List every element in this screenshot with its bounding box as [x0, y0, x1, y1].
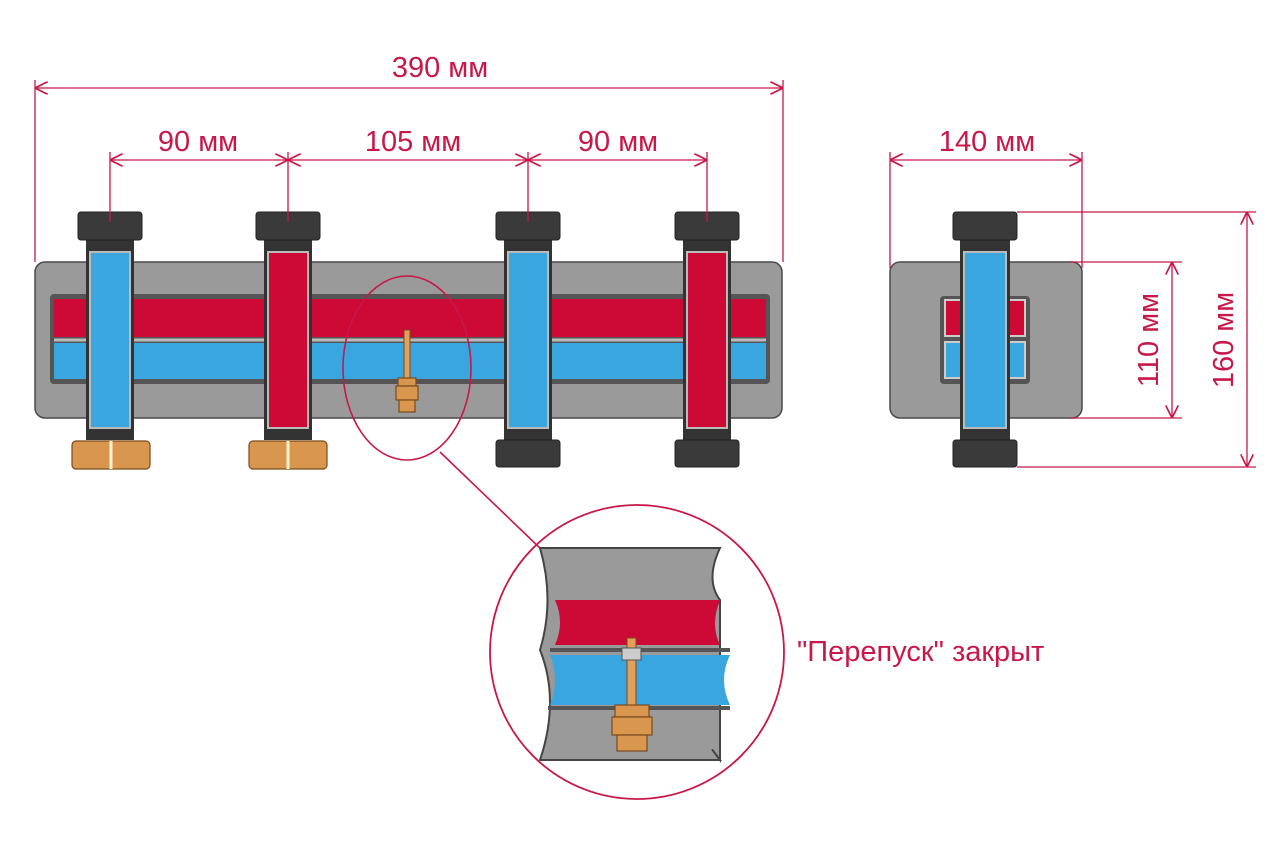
bypass-valve	[395, 329, 419, 413]
dim-spacing-middle: 105 мм	[365, 126, 461, 158]
bypass-detail-view	[489, 504, 785, 800]
dim-total-height: 160 мм	[1208, 292, 1240, 388]
front-view	[34, 211, 783, 551]
callout-leader-line	[439, 451, 543, 551]
detail-highlight-ellipse	[342, 275, 472, 461]
dim-spacing-right: 90 мм	[578, 126, 658, 158]
side-view	[889, 211, 1083, 468]
dim-spacing-left: 90 мм	[158, 126, 238, 158]
pipe-1-return	[71, 211, 151, 470]
bottom-thread-fitting	[495, 439, 561, 468]
dim-total-width: 390 мм	[392, 52, 488, 84]
pipe-3-return	[495, 211, 561, 468]
bypass-status-label: "Перепуск" закрыт	[797, 636, 1044, 668]
bottom-thread-fitting	[674, 439, 740, 468]
pipe-4-supply	[674, 211, 740, 468]
pipe-2-supply	[248, 211, 328, 470]
dimension-lines: 390 мм 90 мм 105 мм 90 мм 140 мм 110 мм …	[34, 52, 1256, 468]
dim-side-width: 140 мм	[939, 126, 1035, 158]
dim-body-height: 110 мм	[1133, 293, 1165, 387]
